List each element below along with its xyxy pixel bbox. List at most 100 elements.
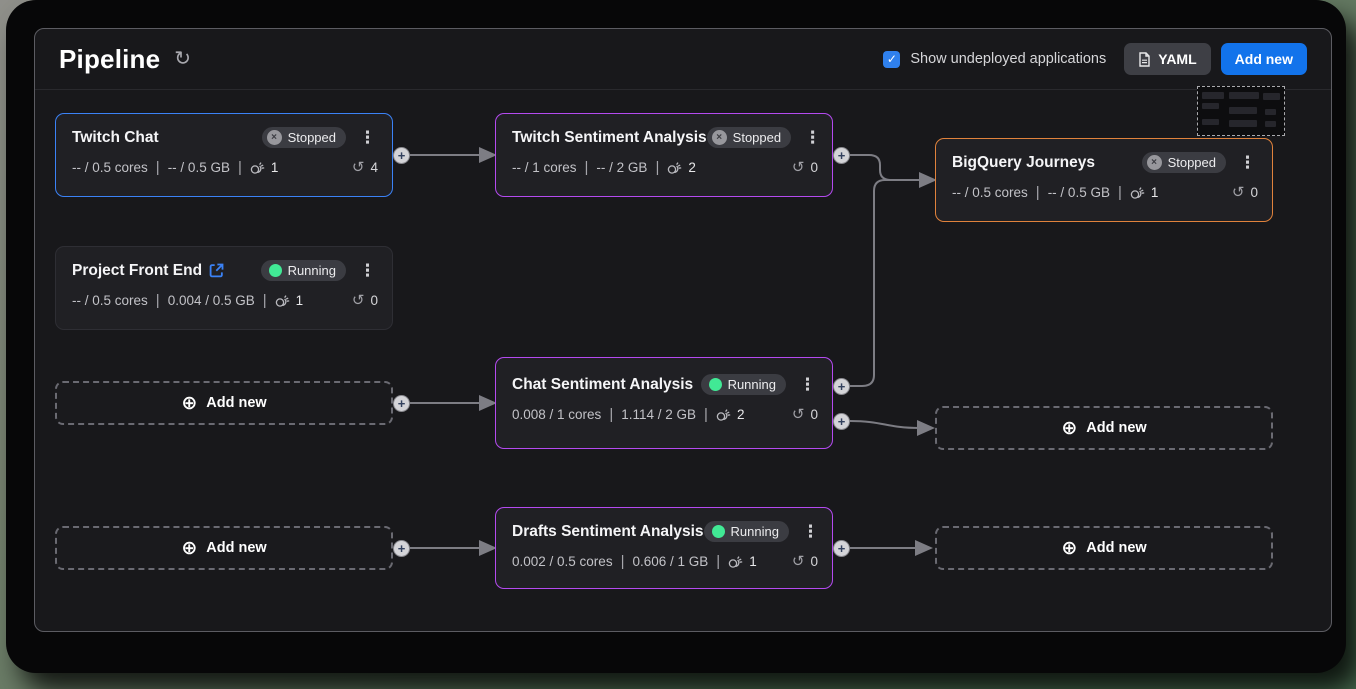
node-title-row: Chat Sentiment Analysis Running ⋮ — [512, 374, 818, 395]
connector-plus-addnew-left-middle[interactable]: + — [393, 395, 410, 412]
status-label: Stopped — [732, 130, 782, 145]
stopped-icon: × — [266, 130, 282, 145]
status-badge: × Stopped — [261, 127, 346, 148]
separator: | — [716, 553, 721, 570]
add-new-button[interactable]: Add new — [1220, 43, 1307, 75]
status-badge: Running — [260, 260, 346, 281]
running-icon — [268, 264, 282, 277]
external-link-icon[interactable] — [209, 263, 224, 278]
restarts-count: 0 — [810, 407, 818, 422]
status-label: Stopped — [1167, 155, 1216, 170]
restarts: ↺4 — [352, 160, 378, 175]
add-new-placeholder-right-bottom[interactable]: ⊕ Add new — [935, 526, 1273, 570]
restarts: ↺0 — [1232, 185, 1258, 200]
connector-plus-twitch-chat[interactable]: + — [393, 147, 410, 164]
restarts-icon: ↺ — [791, 159, 805, 176]
add-new-label: Add new — [1086, 540, 1147, 556]
pipeline-canvas: Twitch Chat × Stopped ⋮ -- / 0.5 cores |… — [35, 91, 1331, 631]
topics: 1 — [250, 160, 278, 175]
topics-icon — [1130, 186, 1146, 200]
node-menu-button[interactable]: ⋮ — [801, 522, 819, 541]
topics: 2 — [667, 160, 696, 175]
plus-icon: + — [837, 379, 846, 394]
node-title: BigQuery Journeys — [952, 153, 1095, 171]
connector-plus-chat-sentiment-1[interactable]: + — [833, 378, 850, 395]
separator: | — [155, 159, 160, 176]
connector-plus-drafts-sentiment[interactable]: + — [833, 540, 850, 557]
memory-usage: -- / 2 GB — [596, 160, 648, 175]
plus-circle-icon: ⊕ — [181, 537, 198, 559]
node-menu-button[interactable]: ⋮ — [359, 128, 376, 147]
restarts: ↺0 — [352, 293, 378, 308]
node-twitch-sentiment-analysis[interactable]: Twitch Sentiment Analysis × Stopped ⋮ --… — [495, 113, 833, 197]
separator: | — [584, 159, 589, 176]
node-title-row: Twitch Chat × Stopped ⋮ — [72, 127, 378, 148]
node-title: Chat Sentiment Analysis — [512, 375, 694, 393]
memory-usage: -- / 0.5 GB — [1047, 185, 1110, 200]
cpu-usage: -- / 0.5 cores — [72, 293, 148, 308]
add-new-placeholder-right-middle[interactable]: ⊕ Add new — [935, 406, 1273, 450]
separator: | — [704, 406, 708, 423]
page-title: Pipeline — [59, 43, 161, 74]
show-undeployed-label[interactable]: Show undeployed applications — [910, 51, 1107, 67]
stopped-icon: × — [1146, 155, 1162, 170]
memory-usage: 0.606 / 1 GB — [632, 554, 709, 569]
show-undeployed-checkbox[interactable]: ✓ — [883, 50, 901, 68]
topics-icon — [728, 555, 744, 569]
minimap-node — [1229, 92, 1259, 99]
cpu-usage: 0.008 / 1 cores — [512, 407, 602, 422]
node-title-row: Project Front End Running ⋮ — [72, 260, 378, 281]
topics-count: 1 — [749, 554, 757, 569]
node-title: Project Front End — [72, 261, 203, 279]
node-title: Drafts Sentiment Analysis — [512, 522, 704, 540]
separator: | — [1117, 184, 1122, 201]
node-menu-button[interactable]: ⋮ — [359, 261, 376, 280]
running-icon — [711, 525, 725, 538]
node-menu-button[interactable]: ⋮ — [799, 375, 816, 394]
connector-plus-twitch-sentiment[interactable]: + — [833, 147, 850, 164]
node-stats: 0.002 / 0.5 cores | 0.606 / 1 GB | 1 ↺0 — [512, 553, 818, 570]
yaml-button-label: YAML — [1158, 51, 1197, 67]
add-new-placeholder-left-middle[interactable]: ⊕ Add new — [55, 381, 393, 425]
connector-plus-chat-sentiment-2[interactable]: + — [833, 413, 850, 430]
check-icon: ✓ — [886, 52, 897, 66]
node-menu-button[interactable]: ⋮ — [1239, 153, 1256, 172]
plus-circle-icon: ⊕ — [1061, 537, 1078, 559]
minimap-node — [1202, 103, 1219, 109]
topics: 1 — [728, 554, 757, 569]
node-stats: -- / 0.5 cores | 0.004 / 0.5 GB | 1 ↺0 — [72, 292, 378, 309]
plus-icon: + — [837, 148, 846, 163]
node-drafts-sentiment-analysis[interactable]: Drafts Sentiment Analysis Running ⋮ 0.00… — [495, 507, 833, 589]
memory-usage: -- / 0.5 GB — [167, 160, 230, 175]
node-bigquery-journeys[interactable]: BigQuery Journeys × Stopped ⋮ -- / 0.5 c… — [935, 138, 1273, 222]
memory-usage: 1.114 / 2 GB — [621, 407, 697, 422]
pipeline-minimap[interactable] — [1197, 86, 1285, 136]
plus-icon: + — [397, 148, 406, 163]
add-new-label: Add new — [206, 395, 267, 411]
restarts-icon: ↺ — [1231, 184, 1245, 201]
refresh-icon[interactable]: ↻ — [174, 48, 192, 70]
restarts-count: 0 — [1250, 185, 1258, 200]
stopped-icon: × — [711, 130, 727, 145]
node-stats: 0.008 / 1 cores | 1.114 / 2 GB | 2 ↺0 — [512, 406, 818, 423]
node-menu-button[interactable]: ⋮ — [804, 128, 822, 147]
node-title-row: Drafts Sentiment Analysis Running ⋮ — [512, 521, 819, 542]
node-project-front-end[interactable]: Project Front End Running ⋮ -- / 0.5 cor… — [55, 246, 393, 330]
status-badge: Running — [703, 521, 789, 542]
add-new-placeholder-left-bottom[interactable]: ⊕ Add new — [55, 526, 393, 570]
memory-usage: 0.004 / 0.5 GB — [167, 293, 255, 308]
topics: 1 — [275, 293, 303, 308]
separator: | — [609, 406, 614, 423]
restarts-icon: ↺ — [351, 159, 365, 176]
minimap-node — [1229, 107, 1257, 114]
connector-plus-addnew-left-bottom[interactable]: + — [393, 540, 410, 557]
edge-chatsa-addnew — [849, 419, 935, 436]
separator: | — [237, 159, 242, 176]
cpu-usage: -- / 1 cores — [512, 160, 577, 175]
node-chat-sentiment-analysis[interactable]: Chat Sentiment Analysis Running ⋮ 0.008 … — [495, 357, 833, 449]
node-twitch-chat[interactable]: Twitch Chat × Stopped ⋮ -- / 0.5 cores |… — [55, 113, 393, 197]
restarts: ↺0 — [792, 160, 818, 175]
plus-icon: + — [397, 396, 406, 411]
separator: | — [1035, 184, 1040, 201]
yaml-button[interactable]: YAML — [1124, 43, 1211, 75]
